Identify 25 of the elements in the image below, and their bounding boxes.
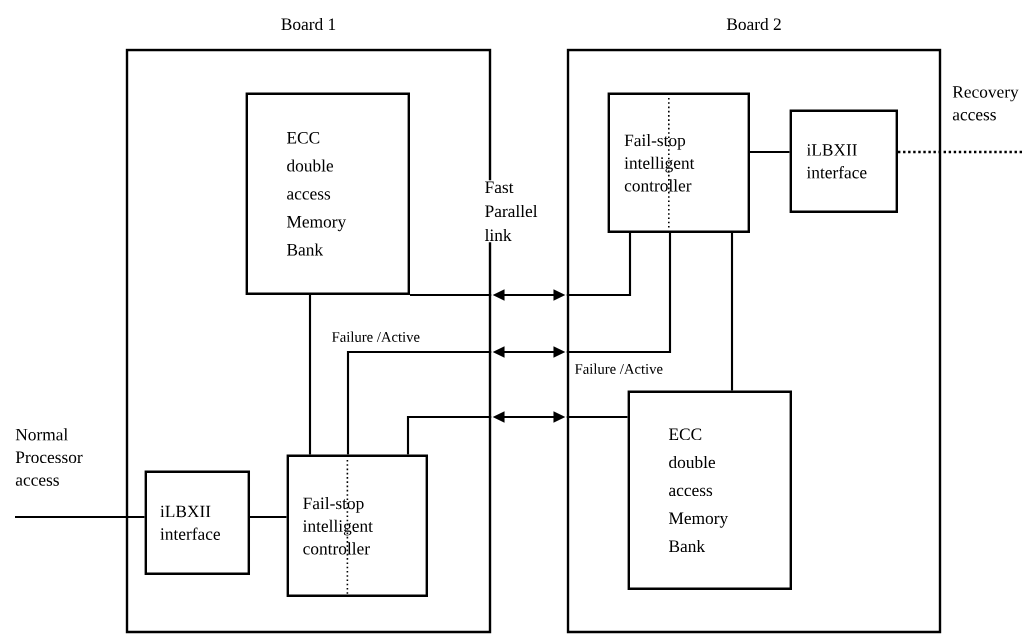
connector-line xyxy=(250,515,287,519)
connector-line xyxy=(406,415,492,455)
access-label: Recovery access xyxy=(952,86,1019,121)
connector-line xyxy=(308,295,312,455)
edge-label: Failure /Active xyxy=(573,362,665,376)
interface-box: iLBXII interface xyxy=(789,109,898,213)
connector-line xyxy=(566,415,628,419)
connector-line xyxy=(730,233,734,391)
connector-line xyxy=(15,515,145,519)
connector-line xyxy=(410,293,492,297)
edge-label: Fast Parallel link xyxy=(483,180,553,243)
memory-bank-box: ECC double access Memory Bank xyxy=(627,390,792,590)
node-label: Board 2 xyxy=(726,17,781,31)
node-label: Board 1 xyxy=(281,17,336,31)
connector-line xyxy=(750,150,790,154)
connector-line xyxy=(346,350,492,455)
access-label: Normal Processor access xyxy=(15,428,83,486)
edge-label: Failure /Active xyxy=(330,330,422,344)
controller-box: Fail-stop intelligent controller xyxy=(607,92,750,233)
controller-box: Fail-stop intelligent controller xyxy=(286,454,428,597)
connector-line xyxy=(566,233,672,354)
interface-box: iLBXII interface xyxy=(144,470,250,575)
memory-bank-box: ECC double access Memory Bank xyxy=(245,92,410,295)
connector-line xyxy=(566,233,632,297)
dotted-line xyxy=(898,150,1022,154)
